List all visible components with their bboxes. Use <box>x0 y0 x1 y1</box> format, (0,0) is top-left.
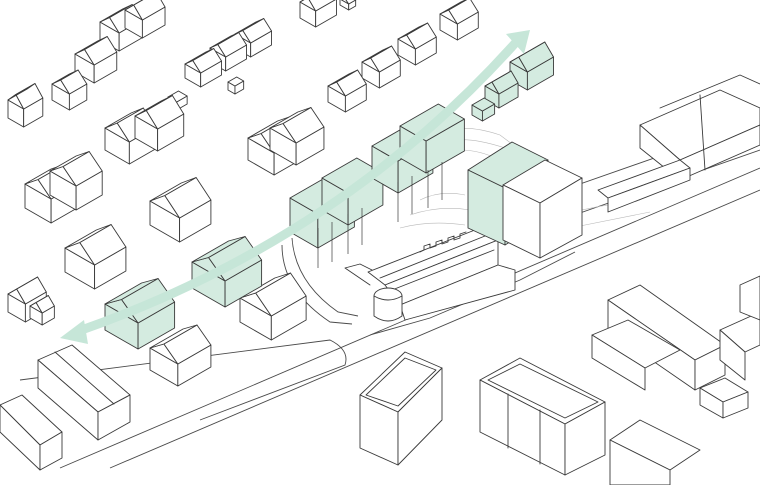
se-mid-block-front <box>591 334 646 391</box>
new-house-1-roof-back <box>191 236 246 263</box>
house-s-2-roof-back <box>149 324 198 349</box>
bottom-box-side <box>397 367 443 466</box>
bottom-right-side <box>564 401 606 476</box>
sw-corner-hall-side <box>39 431 63 471</box>
main-road-south-edge <box>109 189 760 469</box>
row-house-1-roof-back <box>234 18 265 35</box>
house-n-3-roof-back <box>397 22 429 40</box>
new-buildings <box>104 41 554 350</box>
house-nw-1-roof-back <box>99 4 133 23</box>
new-house-3-roof-back <box>509 41 546 63</box>
house-nw-2-roof-back <box>124 0 144 11</box>
east-low-block-front <box>607 167 691 213</box>
tall-white-tower-side <box>539 177 583 259</box>
house-nw-2-roof-front <box>133 0 166 21</box>
double-headed-curved-arrow-icon <box>60 30 530 344</box>
new-house-4-roof-back <box>484 70 512 87</box>
house-mw-1-roof-back <box>104 107 144 129</box>
house-n-5-roof-back <box>327 69 359 87</box>
sw-long-hall-side <box>97 394 131 441</box>
house-w-2-roof-back <box>51 69 79 85</box>
house-n-small-wall-right <box>348 0 357 11</box>
house-mw-2-roof-back <box>134 95 173 117</box>
se-small-box-side <box>722 391 749 419</box>
house-w-3-roof-back <box>7 83 36 101</box>
south-east-buildings <box>359 275 760 485</box>
existing-buildings <box>7 0 479 387</box>
house-s-1-roof-back <box>239 272 291 299</box>
row-house-3-roof-back <box>184 48 215 65</box>
south-west-buildings <box>0 344 131 471</box>
se-corner-block-front <box>719 329 746 381</box>
house-n-1-wall-right <box>315 0 337 28</box>
house-w-1-roof-back <box>74 36 108 55</box>
central-complex <box>344 141 583 322</box>
house-w-7-roof-back <box>7 276 39 295</box>
bottom-far-right-front <box>609 439 671 485</box>
round-tower-body <box>373 295 403 322</box>
house-n-2-roof-back <box>439 0 468 15</box>
house-n-1-roof-front <box>308 0 336 12</box>
new-shed-roof <box>471 97 496 112</box>
row-house-2-roof-back <box>209 32 240 49</box>
side-road-curve-inner <box>291 237 359 317</box>
house-w-8-roof-back <box>29 295 49 307</box>
east-buildings <box>597 74 760 213</box>
se-long-block-side <box>694 344 726 391</box>
se-right-edge-block <box>739 275 760 321</box>
row-shed-2-roof <box>227 76 245 87</box>
house-w-5-roof-back <box>49 151 90 172</box>
house-mid-2-roof-back <box>269 107 312 129</box>
house-w-6-roof-back <box>64 224 112 249</box>
house-n-small-roof-front <box>345 0 357 5</box>
house-n-4-roof-back <box>361 45 393 63</box>
new-house-2-roof-back <box>104 278 159 305</box>
west-road-edge <box>19 339 347 421</box>
house-mid-3-roof-back <box>149 177 197 202</box>
slab-building-base <box>399 264 516 321</box>
